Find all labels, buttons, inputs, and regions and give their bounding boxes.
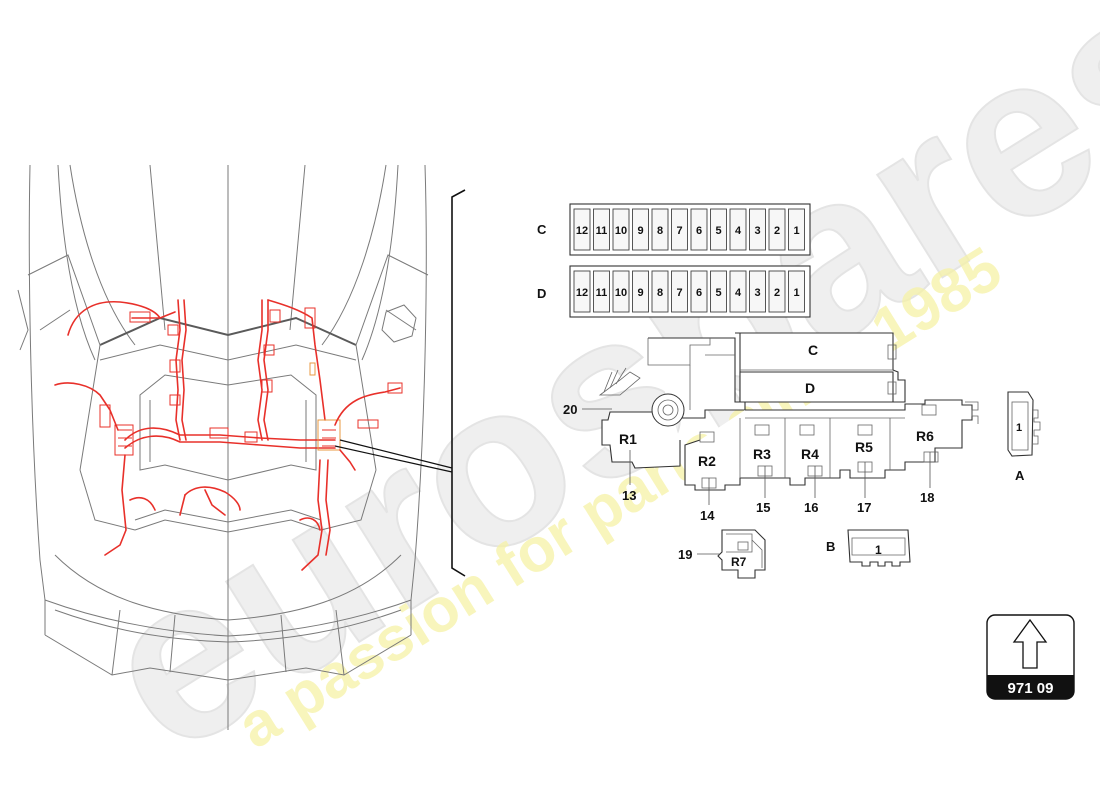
leader-line-2 [334,445,453,473]
direction-badge: 971 09 [986,614,1075,700]
fuse-slot [651,270,669,313]
fuse-slot-number: 8 [657,225,663,237]
fuse-slot-number: 2 [774,287,780,299]
wiring-harness [54,299,403,571]
fuse-slot-number: 4 [735,225,742,237]
relay-r2-label: R2 [698,453,716,469]
fuse-slot-number: 11 [596,287,608,299]
arrow-up-icon [1012,618,1048,669]
fuse-slot [729,270,747,313]
fuse-slot-number: 4 [735,287,742,299]
relay-r7-label: R7 [731,555,747,569]
fuse-slot-number: 8 [657,287,663,299]
fuse-slot-number: 5 [715,287,721,299]
callout-16: 16 [804,500,818,515]
fuse-slot [710,270,727,313]
fuse-relay-carrier: C D R1 R2 R3 R4 R5 R6 [598,332,979,491]
connector-b: 1 B [826,529,911,567]
relay-r5-label: R5 [855,439,873,455]
fuse-slot-number: 9 [637,287,643,299]
fuse-slot [749,208,766,251]
fuse-slot [690,270,708,313]
callout-20: 20 [563,402,577,417]
carrier-section-d-label: D [805,380,815,396]
relay-r7: R7 19 [678,529,766,579]
fuse-slot-number: 12 [576,225,588,237]
fuse-slot [632,270,649,313]
callouts: 20 13 14 15 16 17 18 [563,402,934,523]
fuse-slot [612,208,630,251]
fuse-slot [573,270,591,313]
relay-r3-label: R3 [753,446,771,462]
fuse-slot-number: 2 [774,225,780,237]
carrier-section-c-label: C [808,342,818,358]
fuse-slot-number: 5 [715,225,721,237]
fuse-slot-number: 1 [793,287,799,299]
fuse-slot-number: 1 [793,225,799,237]
fuse-slot-number: 7 [676,225,682,237]
fuse-slot-number: 10 [615,287,627,299]
badge-code: 971 09 [1008,680,1054,697]
relay-r4-label: R4 [801,446,819,462]
fuse-slot-number: 6 [696,225,702,237]
fuse-slot [690,208,708,251]
group-bracket [451,189,466,577]
fuse-slot [612,270,630,313]
fuse-slot [768,270,786,313]
fuse-slot [768,208,786,251]
fuse-strip-c-label: C [537,222,547,237]
fuse-slot-number: 7 [676,287,682,299]
fuse-slot-number: 10 [615,225,627,237]
fuse-slot [671,270,688,313]
fuse-slot [632,208,649,251]
callout-14: 14 [700,508,715,523]
callout-13: 13 [622,488,636,503]
fuse-slot [749,270,766,313]
leader-line [339,439,453,469]
fuse-slot [573,208,591,251]
fuse-slot-number: 12 [576,287,588,299]
fuse-slot [788,270,805,313]
relay-r6-label: R6 [916,428,934,444]
connector-a-pin: 1 [1016,422,1022,434]
callout-17: 17 [857,500,871,515]
fuse-slot-number: 3 [754,225,760,237]
fuse-slot-number: 3 [754,287,760,299]
callout-15: 15 [756,500,770,515]
fuse-strip-d-label: D [537,286,546,301]
fuse-slot [788,208,805,251]
fuse-slot [651,208,669,251]
fuse-slot [593,270,610,313]
fuse-slot [671,208,688,251]
car-top-view [17,164,429,730]
fuse-slot [729,208,747,251]
callout-18: 18 [920,490,934,505]
connector-a: 1 A [1007,391,1041,483]
fuse-slot-number: 9 [637,225,643,237]
fuse-slot [593,208,610,251]
fuse-slot-number: 11 [596,225,608,237]
connector-a-label: A [1015,468,1025,483]
callout-19: 19 [678,547,692,562]
fuse-slot [710,208,727,251]
relay-r1-label: R1 [619,431,637,447]
fuse-slot-number: 6 [696,287,702,299]
connector-b-label: B [826,539,835,554]
connector-b-pin: 1 [875,543,882,557]
